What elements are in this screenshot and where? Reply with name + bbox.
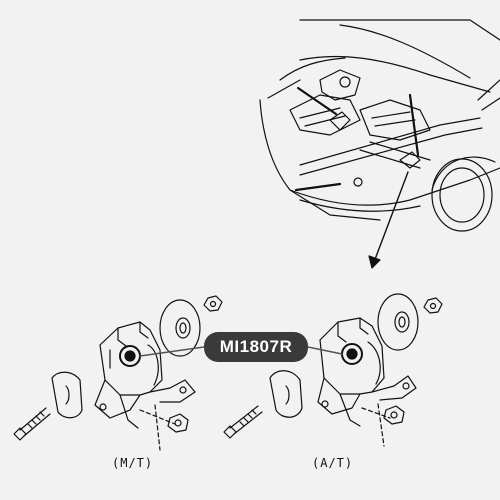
spacer-plate-mt [51, 371, 83, 419]
nut-top-mt [203, 295, 223, 312]
bushing-disc-mt [159, 299, 201, 357]
nut-bottom-mt [167, 413, 189, 433]
nut-bottom-at [383, 405, 405, 425]
part-number-label: MI1807R [204, 332, 308, 362]
mount-assembly-mt [13, 295, 223, 451]
label-leader-at [307, 346, 343, 355]
nut-top-at [423, 297, 443, 314]
bushing-disc-at [377, 293, 419, 351]
bolt-mt [13, 407, 51, 441]
mount-assembly-at [223, 293, 443, 447]
spacer-plate-at [269, 370, 303, 418]
mount-body-mt [99, 321, 163, 396]
mount-body-at [319, 317, 385, 395]
label-leader-mt [139, 346, 205, 357]
caption-automatic-transmission: (A/T) [312, 456, 354, 470]
engine-bay-overview [259, 19, 500, 269]
bolt-at [223, 405, 263, 439]
caption-manual-transmission: (M/T) [112, 456, 154, 470]
